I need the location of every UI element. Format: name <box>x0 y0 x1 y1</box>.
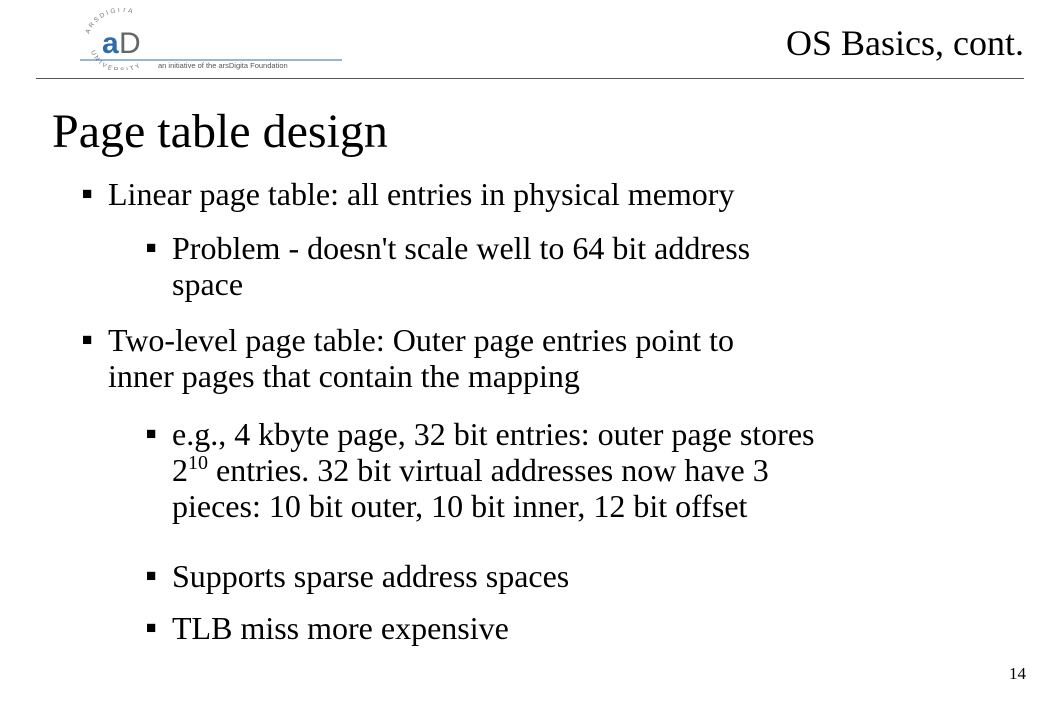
list-item: ■ Linear page table: all entries in phys… <box>82 176 735 212</box>
list-item: ■ TLB miss more expensive <box>146 610 509 646</box>
square-bullet-icon: ■ <box>146 424 157 443</box>
logo-monogram-d: D <box>119 27 141 60</box>
page-number: 14 <box>1009 664 1026 683</box>
header-title: OS Basics, cont. <box>786 23 1024 63</box>
square-bullet-icon: ■ <box>82 184 93 203</box>
list-item: ■ e.g., 4 kbyte page, 32 bit entries: ou… <box>146 416 815 524</box>
arsdigita-logo: ARSDIGITA UNIVERSITY a D an initiative o… <box>80 8 342 70</box>
list-item: ■ Problem - doesn't scale well to 64 bit… <box>146 230 751 302</box>
square-bullet-icon: ■ <box>82 330 93 349</box>
square-bullet-icon: ■ <box>146 618 157 637</box>
logo-tagline: an initiative of the arsDigita Foundatio… <box>158 61 288 70</box>
slide-title: Page table design <box>52 105 388 158</box>
square-bullet-icon: ■ <box>146 566 157 585</box>
square-bullet-icon: ■ <box>146 238 157 257</box>
list-item: ■ Supports sparse address spaces <box>146 558 570 594</box>
logo-monogram-a: a <box>102 27 119 60</box>
header-divider <box>36 78 1024 79</box>
exponent: 10 <box>188 452 208 474</box>
list-item: ■ Two-level page table: Outer page entri… <box>82 322 734 394</box>
exponent-line: 210 entries. 32 bit virtual addresses no… <box>172 452 769 488</box>
